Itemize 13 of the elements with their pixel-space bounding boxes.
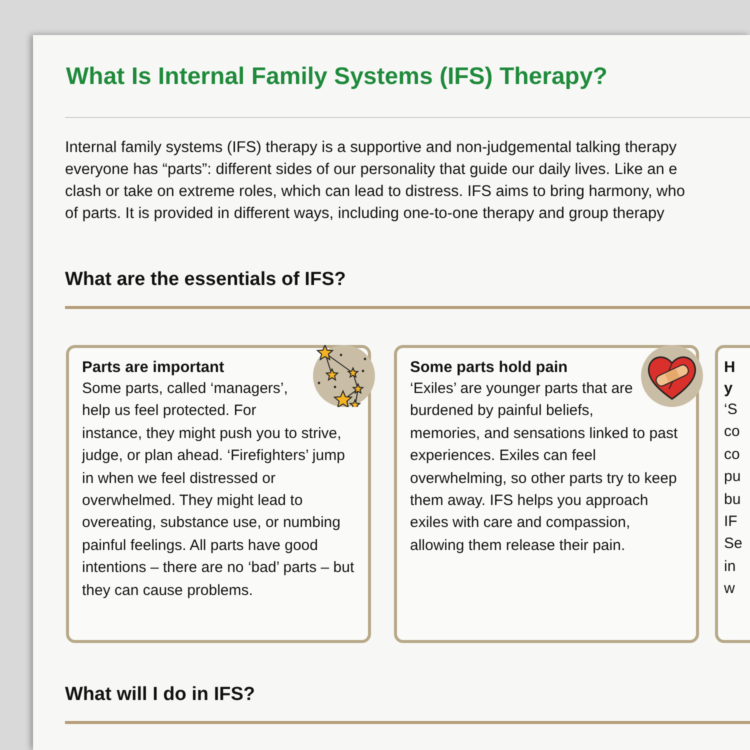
page-title: What Is Internal Family Systems (IFS) Therapy?	[66, 63, 608, 91]
card-text: Some parts, called ‘managers’, help us feel protected. For instance, they might push you to strive, judge, or plan ahead. ‘Firefighters’ jump in when we feel distressed or overwhelmed. They might lead to overeating, substance use, or numbing painful feelings. All parts have good intentions – there are no ‘bad’ parts – but they can cause problems.	[82, 379, 355, 601]
card-text: ‘Exiles’ are younger parts that are burdened by painful beliefs, memories, and sensations linked to past experiences. Exiles can feel overwhelming, so other parts try to keep them away. IFS helps you approach exiles with care and compassion, allowing them release their pain.	[410, 379, 679, 556]
card-heading: Some parts hold pain	[410, 358, 569, 378]
intro-text-line: clash or take on extreme roles, which can lead to distress. IFS aims to bring harmony, who	[65, 183, 685, 201]
intro-text-line: of parts. It is provided in different ways, including one-to-one therapy and group therapy	[65, 205, 664, 223]
intro-text-line: everyone has “parts”: different sides of our personality that guide our daily lives. Like an e	[65, 161, 678, 179]
section-heading: What will I do in IFS?	[65, 684, 255, 706]
section-heading: What are the essentials of IFS?	[65, 269, 346, 291]
card-heading: Parts are important	[82, 358, 226, 378]
intro-text-line: Internal family systems (IFS) therapy is a supportive and non-judgemental talking therapy	[65, 139, 677, 157]
card-text: ‘S co co pu bu IF Se in w	[724, 400, 740, 600]
card-heading: H y	[724, 358, 736, 399]
